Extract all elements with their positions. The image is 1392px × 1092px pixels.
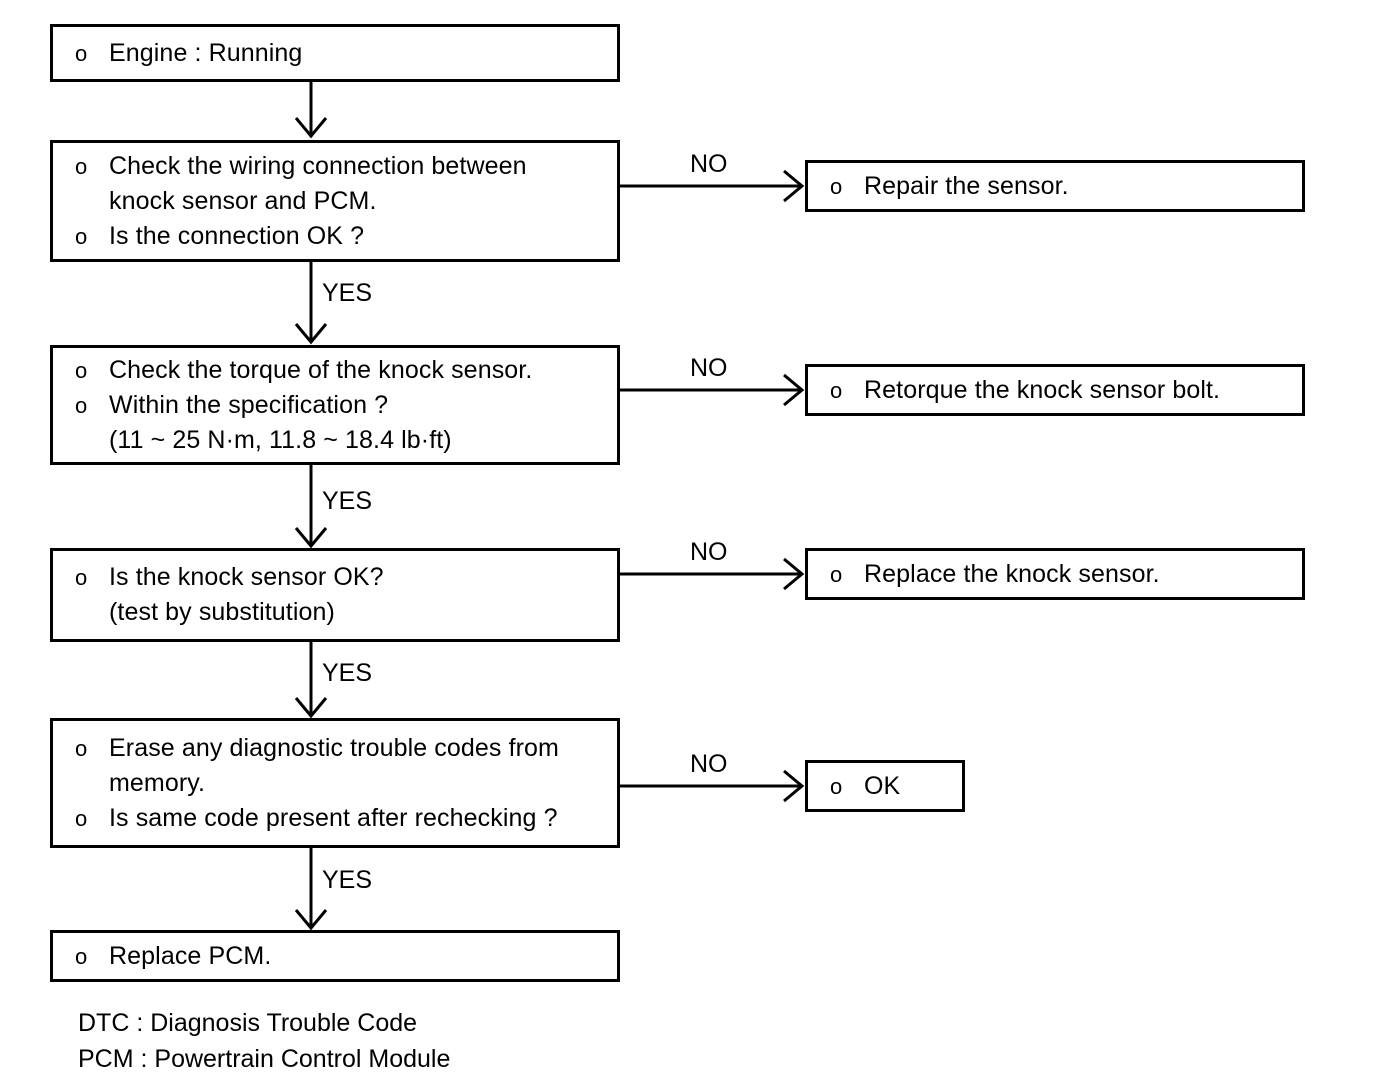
node-line: o Replace PCM. — [53, 939, 617, 974]
edge-label-no-4: NO — [690, 750, 728, 778]
node-line: o Erase any diagnostic trouble codes fro… — [53, 731, 617, 766]
edge-label-yes-1: YES — [322, 279, 373, 307]
bullet-icon: o — [75, 357, 88, 383]
node-line: o Check the torque of the knock sensor. — [53, 353, 617, 388]
edge-label-yes-4: YES — [322, 866, 373, 894]
node-line: o Engine : Running — [53, 36, 617, 71]
bullet-icon: o — [75, 565, 88, 590]
node-line: o (11 ~ 25 N·m, 11.8 ~ 18.4 lb·ft) — [109, 425, 452, 454]
node-line: o Is the connection OK ? — [53, 219, 617, 254]
arrowhead-sensorok-to-erase — [294, 697, 328, 719]
arrowhead-engine-to-wiring — [294, 117, 328, 139]
arrowhead-torque-to-retorque — [783, 373, 805, 407]
node-line: o Is same code present after rechecking … — [53, 801, 617, 836]
node-line: o Within the specification ? — [53, 388, 617, 423]
node-engine-running[interactable]: o Engine : Running — [50, 24, 620, 82]
node-line: o OK — [808, 769, 962, 804]
node-repair-sensor[interactable]: o Repair the sensor. — [805, 160, 1305, 212]
bullet-icon: o — [830, 561, 843, 587]
bullet-icon: o — [830, 773, 843, 799]
arrowhead-torque-to-sensorok — [294, 527, 328, 549]
node-line: o Check the wiring connection between — [53, 149, 617, 184]
edge-label-yes-3: YES — [322, 659, 373, 687]
node-line: o memory. — [109, 768, 206, 797]
node-sensor-ok[interactable]: o Is the knock sensor OK? o (test by sub… — [50, 548, 620, 642]
bullet-icon: o — [75, 223, 88, 249]
node-line: o knock sensor and PCM. — [109, 186, 377, 215]
node-line: o Retorque the knock sensor bolt. — [808, 373, 1302, 408]
node-erase-codes[interactable]: o Erase any diagnostic trouble codes fro… — [50, 718, 620, 848]
bullet-icon: o — [75, 735, 88, 761]
arrowhead-erase-to-replacepcm — [294, 909, 328, 931]
edge-label-yes-2: YES — [322, 487, 373, 515]
node-line: o Repair the sensor. — [808, 169, 1302, 204]
node-ok-result[interactable]: o OK — [805, 760, 965, 812]
legend-dtc: DTC : Diagnosis Trouble Code — [78, 1009, 418, 1037]
legend-pcm: PCM : Powertrain Control Module — [78, 1045, 451, 1073]
node-line: o (test by substitution) — [109, 598, 335, 626]
arrowhead-wiring-to-repair — [783, 169, 805, 203]
bullet-icon: o — [830, 173, 843, 199]
bullet-icon: o — [75, 943, 88, 969]
arrowhead-wiring-to-torque — [294, 323, 328, 345]
edge-label-no-1: NO — [690, 150, 728, 178]
arrowhead-erase-to-ok — [783, 769, 805, 803]
arrowhead-sensorok-to-replace — [783, 557, 805, 591]
bullet-icon: o — [75, 805, 88, 831]
node-line: o Replace the knock sensor. — [808, 557, 1302, 592]
bullet-icon: o — [75, 153, 88, 179]
bullet-icon: o — [75, 392, 88, 418]
node-check-torque[interactable]: o Check the torque of the knock sensor. … — [50, 345, 620, 465]
bullet-icon: o — [75, 40, 88, 66]
edge-label-no-2: NO — [690, 354, 728, 382]
node-line: o Is the knock sensor OK? — [53, 560, 617, 595]
edge-label-no-3: NO — [690, 538, 728, 566]
bullet-icon: o — [830, 377, 843, 403]
node-replace-pcm[interactable]: o Replace PCM. — [50, 930, 620, 982]
node-check-wiring[interactable]: o Check the wiring connection between o … — [50, 140, 620, 262]
node-replace-sensor[interactable]: o Replace the knock sensor. — [805, 548, 1305, 600]
node-retorque-bolt[interactable]: o Retorque the knock sensor bolt. — [805, 364, 1305, 416]
